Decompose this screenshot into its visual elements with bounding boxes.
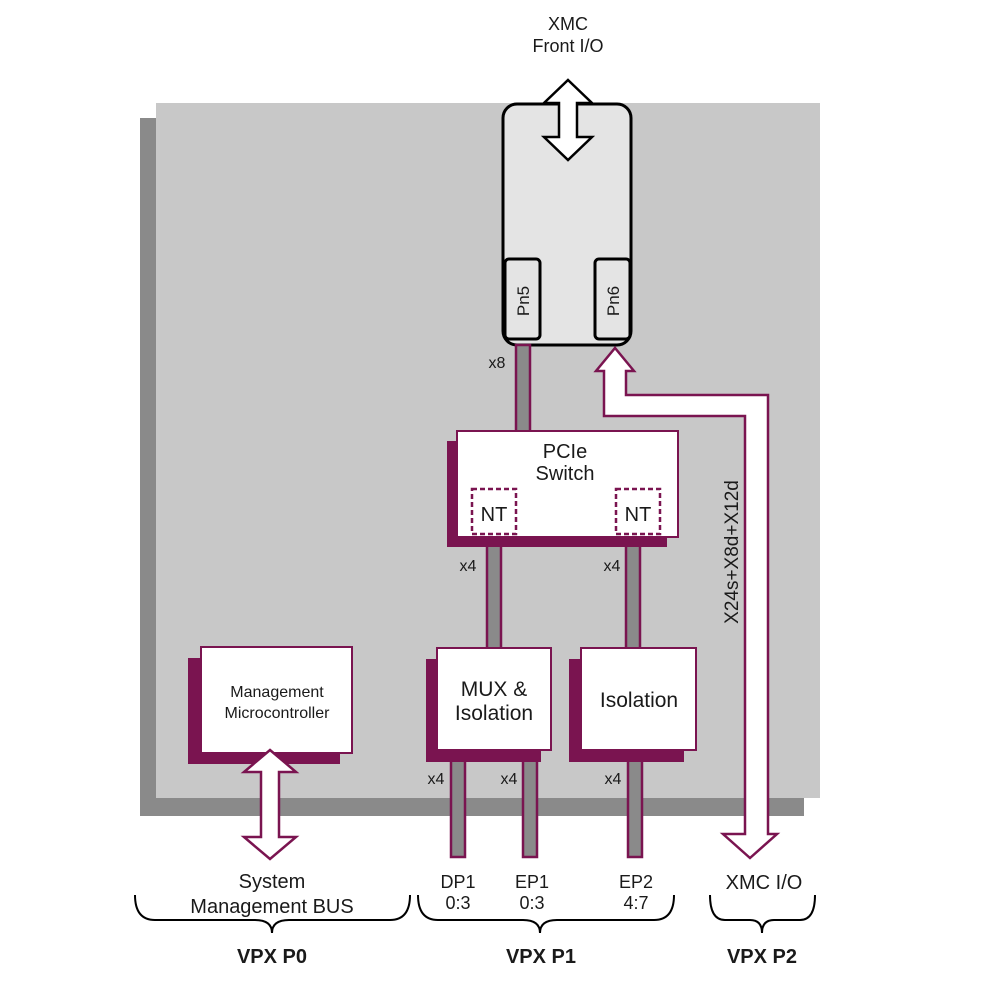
mux-isolation-subtitle: Isolation [455,702,533,725]
front-io-double-arrow-icon [540,78,596,162]
pcie-switch-title: PCIe [543,441,587,463]
xmc-front-io-title: XMC [548,14,588,34]
lane-switch-mux [485,533,503,652]
lane-label-ep2: x4 [605,771,622,788]
nt-right-label: NT [625,504,652,526]
isolation-label: Isolation [600,689,678,712]
vpx-p1-label: VPX P1 [506,946,576,968]
xmc-front-io-subtitle: Front I/O [532,36,603,56]
xmc-io-routing-arrow-icon [593,346,781,860]
lane-label-switch-mux: x4 [460,558,477,575]
nt-right-box [614,487,662,536]
xmc-io-label: XMC I/O [726,872,803,894]
isolation-block [580,647,697,751]
vpx-p2-brace [709,894,816,934]
vpx-p2-label: VPX P2 [727,946,797,968]
lane-pn5-switch [514,343,532,434]
dp1-label: DP1 [440,872,475,892]
lane-label-switch-isolation: x4 [604,558,621,575]
management-mcu-subtitle: Microcontroller [225,705,331,722]
lane-label-x8: x8 [489,355,506,372]
system-bus-double-arrow-icon [240,748,300,861]
xmc-io-lanes-label: X24s+X8d+X12d [722,480,743,624]
system-bus-subtitle: Management BUS [190,896,353,918]
ep2-label: EP2 [619,872,653,892]
lane-mux-ep1 [521,751,539,859]
system-bus-title: System [239,871,306,893]
pn5-connector [503,257,542,341]
mux-isolation-block [436,647,552,751]
lane-label-ep1: x4 [501,771,518,788]
vpx-p0-label: VPX P0 [237,946,307,968]
mux-isolation-title: MUX & [461,678,528,701]
pn6-connector [593,257,632,341]
nt-left-box [470,487,518,536]
ep2-range: 4:7 [623,893,648,913]
vpx-p1-brace [417,894,675,934]
management-mcu-title: Management [230,684,324,701]
lane-switch-isolation [624,533,642,652]
vpx-p0-brace [134,894,411,934]
pcie-switch-subtitle: Switch [536,463,595,485]
ep1-label: EP1 [515,872,549,892]
lane-label-dp1: x4 [428,771,445,788]
lane-isolation-ep2 [626,751,644,859]
ep1-range: 0:3 [519,893,544,913]
nt-left-label: NT [481,504,508,526]
dp1-range: 0:3 [445,893,470,913]
pn5-label: Pn5 [514,286,533,316]
pn6-label: Pn6 [604,286,623,316]
lane-mux-dp1 [449,751,467,859]
management-mcu-block [200,646,353,754]
